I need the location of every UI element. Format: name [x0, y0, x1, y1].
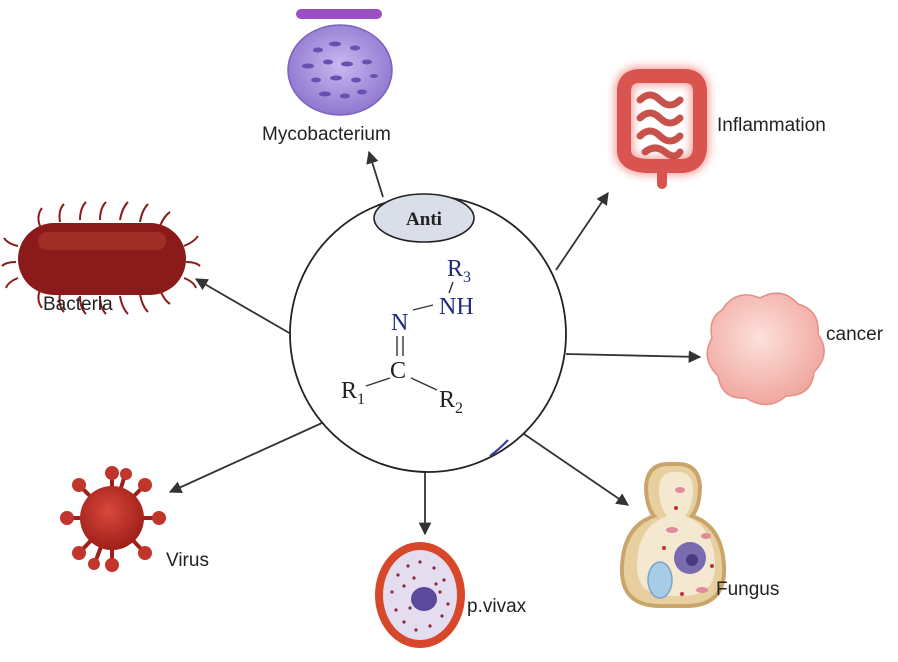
mycobacterium-cell	[287, 24, 393, 116]
atom-n: N	[391, 310, 408, 336]
label-inflammation: Inflammation	[717, 115, 826, 136]
arrow-to-fungus	[523, 433, 630, 506]
virus-illustration	[60, 466, 166, 572]
bacteria-illustration	[1, 201, 201, 315]
fungus-vacuole	[647, 561, 673, 599]
arrow-to-mycobacterium	[366, 150, 384, 198]
intestine-colon	[617, 69, 707, 173]
anti-badge: Anti	[373, 193, 475, 243]
virus-spike-tips	[60, 466, 166, 572]
virus-capsid	[80, 486, 144, 550]
fungus-organelles	[666, 487, 711, 593]
label-mycobacterium: Mycobacterium	[262, 124, 391, 145]
pvivax-nucleus	[411, 587, 437, 611]
hydrazone-structure: R3 NH N C R1 R2	[341, 256, 474, 417]
label-bacteria: Bacteria	[43, 294, 113, 315]
intestine-illustration	[614, 66, 710, 189]
anti-badge-label: Anti	[406, 209, 442, 230]
bacteria-highlight	[38, 232, 166, 250]
bond-c-r2	[410, 377, 438, 391]
arrows	[168, 150, 702, 536]
arrow-to-inflammation	[555, 191, 609, 271]
mycobacterium-granules	[302, 41, 378, 99]
cancer-illustration	[706, 292, 825, 406]
mycobacterium-illustration	[287, 9, 393, 116]
atom-r2: R2	[439, 387, 463, 417]
fungus-granules	[662, 506, 714, 596]
central-circle-accent	[489, 439, 509, 457]
atom-r1: R1	[341, 378, 365, 408]
label-cancer: cancer	[826, 324, 884, 345]
fungus-nucleolus	[686, 554, 698, 566]
arrow-to-bacteria	[194, 278, 292, 335]
intestine-small	[636, 91, 684, 160]
cancer-tumor	[706, 292, 825, 406]
pvivax-dots	[390, 560, 450, 632]
fungus-illustration	[619, 462, 727, 608]
atom-nh: NH	[439, 294, 474, 320]
bond-c-r1	[365, 377, 391, 387]
label-virus: Virus	[166, 550, 209, 571]
bond-n-nh	[412, 304, 434, 311]
arrow-to-virus	[168, 422, 323, 494]
atom-r3: R3	[447, 256, 471, 286]
arrow-to-cancer	[565, 350, 702, 364]
pvivax-illustration	[375, 542, 465, 648]
label-pvivax: p.vivax	[467, 596, 527, 617]
bond-r3-nh	[448, 281, 454, 294]
atom-c: C	[390, 358, 406, 384]
mycobacterium-rod	[296, 9, 382, 19]
label-fungus: Fungus	[716, 579, 779, 600]
